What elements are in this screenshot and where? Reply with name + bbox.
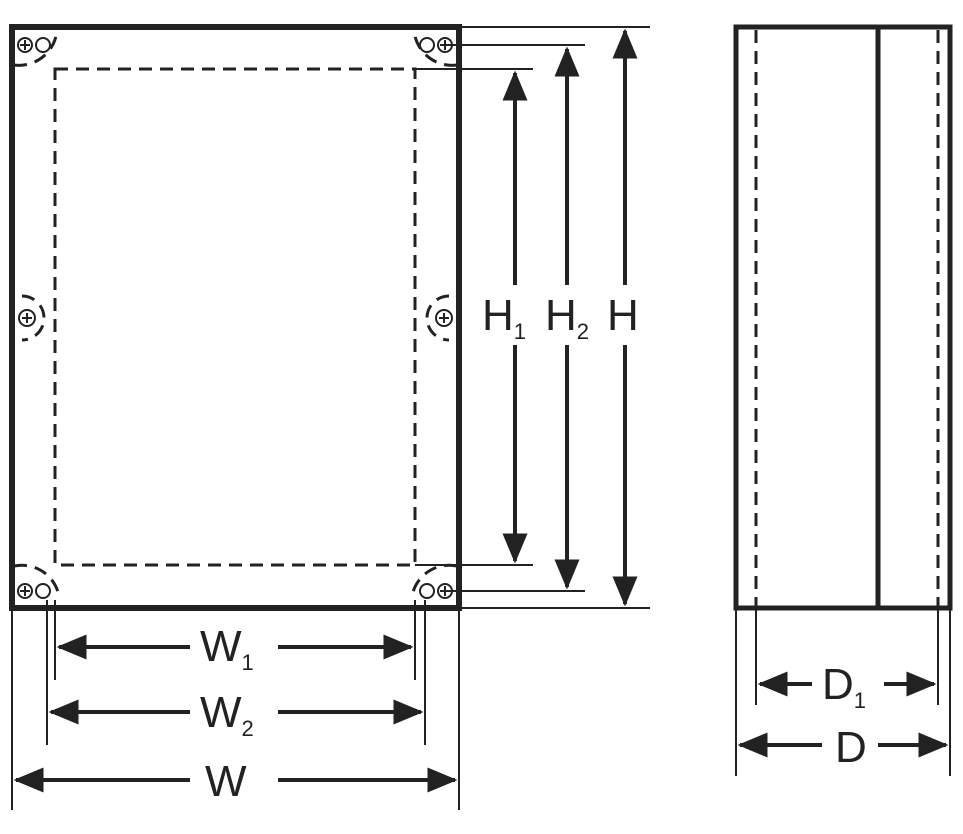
h1-label: H1	[482, 291, 526, 344]
screw-icon	[17, 37, 453, 599]
w-label: W	[205, 757, 247, 806]
inner-mounting-plate	[53, 67, 417, 567]
width-dimensions: W1 W2 W	[13, 622, 458, 806]
d-label: D	[835, 723, 867, 772]
depth-extension-lines	[735, 608, 951, 776]
h-label: H	[607, 291, 639, 340]
height-extension-lines	[415, 26, 650, 609]
height-dimensions: H1 H2 H	[482, 28, 639, 607]
depth-dimensions: D1 D	[737, 660, 949, 772]
front-view: H1 H2 H W1	[9, 24, 650, 810]
width-extension-lines	[11, 600, 460, 810]
d1-label: D1	[822, 660, 866, 713]
hinge-icon	[13, 35, 458, 593]
h2-label: H2	[545, 291, 589, 344]
w2-label: W2	[200, 688, 254, 741]
side-outline	[733, 24, 953, 611]
w1-label: W1	[200, 622, 254, 675]
enclosure-outline	[9, 24, 462, 611]
side-view: D1 D	[733, 24, 953, 776]
